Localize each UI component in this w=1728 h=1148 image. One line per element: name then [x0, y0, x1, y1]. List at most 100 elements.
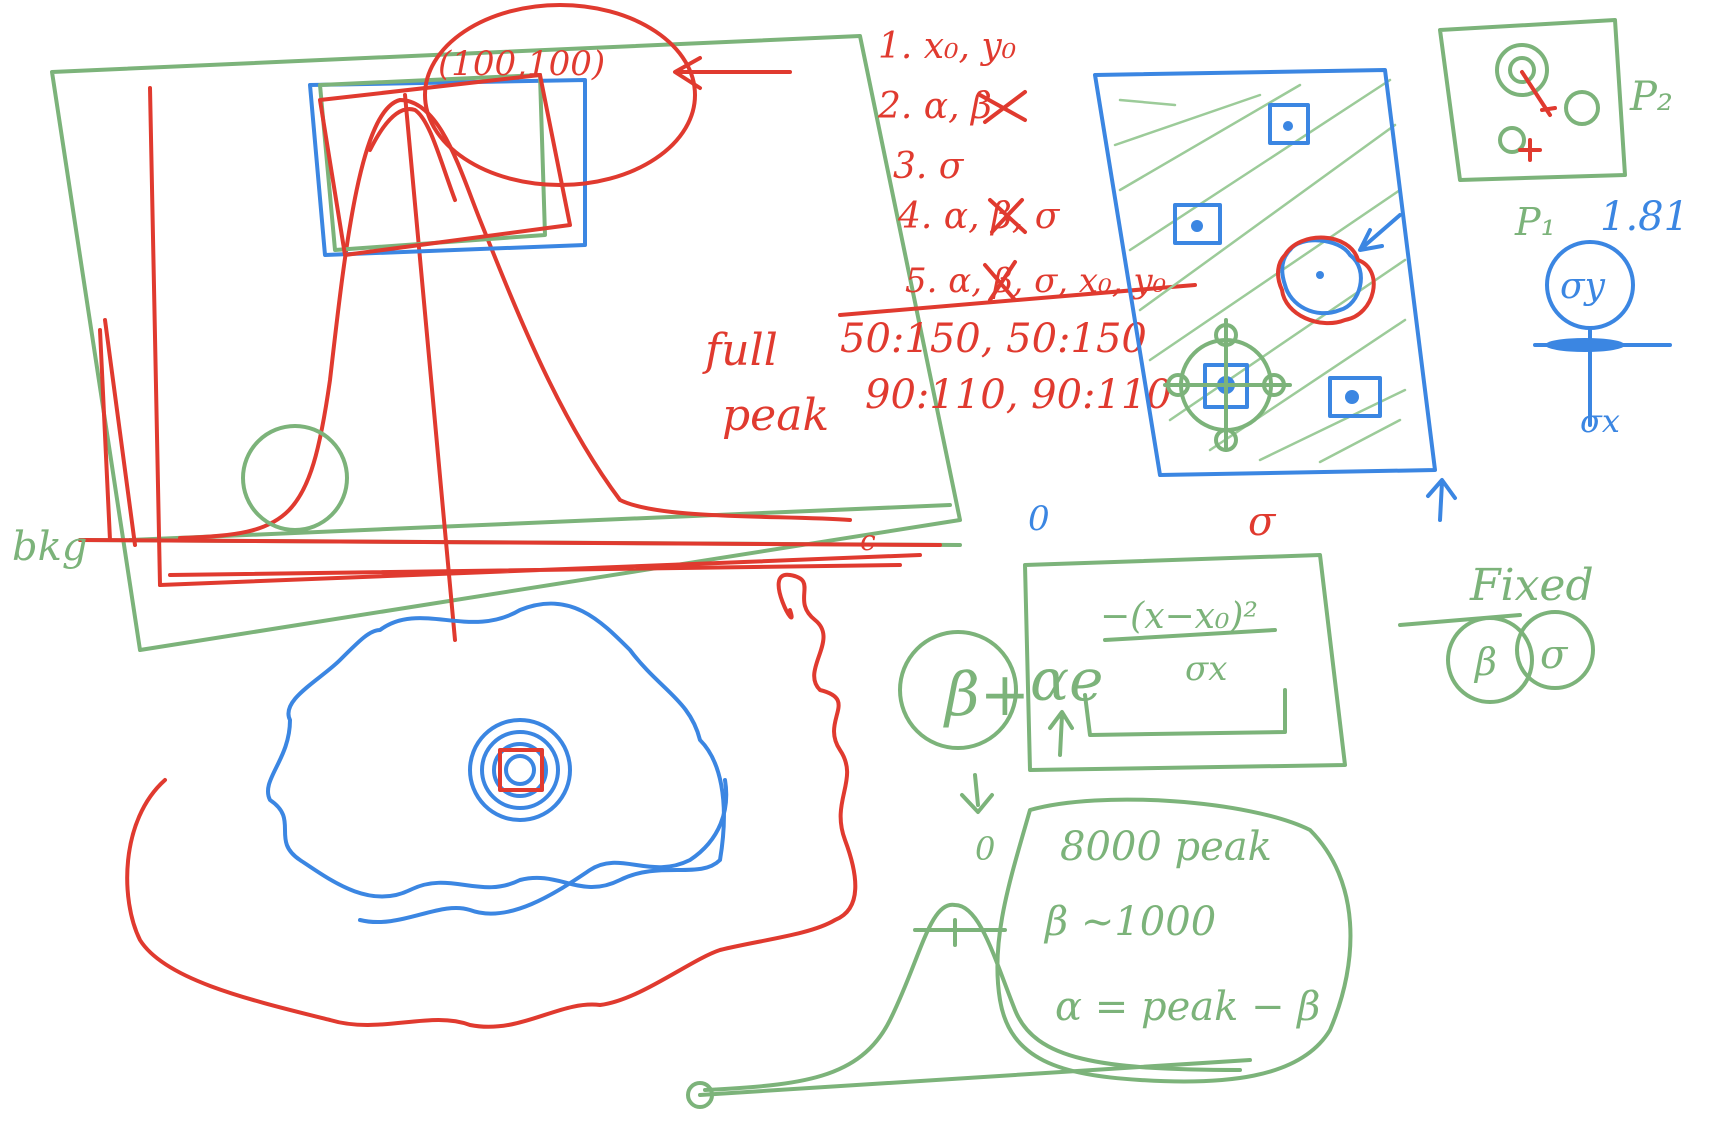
step-5: 5. α, β, σ, x₀, y₀	[905, 261, 1167, 301]
crosshair-e	[1262, 373, 1286, 397]
spot-blob-red	[1276, 235, 1376, 326]
nucleus-outer	[468, 718, 572, 822]
nucleus-inner	[492, 742, 548, 798]
sigma-x-label: σx	[1580, 402, 1620, 440]
sigma-top-label: σ	[1248, 499, 1277, 545]
arrow-zero-label: 0	[975, 830, 995, 868]
formula-alpha-e: αe	[1030, 646, 1104, 714]
spot-1	[1283, 121, 1293, 131]
formula-bracket	[1083, 688, 1287, 737]
p-panel: P₂ P₁ 1.81 σy σx	[1438, 18, 1689, 440]
sigma-y-label: σy	[1560, 266, 1606, 307]
formula-fraction-bar	[1103, 628, 1277, 642]
note-peak: 8000 peak	[1060, 824, 1272, 870]
ratio-label: 1.81	[1600, 194, 1689, 240]
down-arrow	[960, 773, 994, 814]
blob-arrow	[1358, 213, 1402, 252]
blue-cell-outline	[266, 601, 726, 899]
spot-box-2	[1173, 203, 1222, 245]
note-beta: β ~1000	[1043, 899, 1216, 945]
c-label: c	[860, 524, 876, 557]
p1-inner	[1508, 56, 1536, 84]
p-cross	[1518, 138, 1542, 162]
plot-x-axis	[78, 538, 942, 587]
peak-curve-inner	[368, 107, 457, 202]
step-5-strike	[983, 260, 1017, 302]
zoom-box-green	[318, 73, 547, 252]
p1-outer	[1495, 43, 1549, 97]
fixed-sigma: σ	[1540, 632, 1569, 678]
formula-up-arrow	[1048, 710, 1074, 757]
fixed-sigma-circle	[1515, 610, 1595, 690]
nucleus-core	[504, 754, 536, 786]
bkg-label: bkg	[12, 524, 87, 570]
spot-box-1	[1268, 103, 1310, 145]
sigma-blob	[1545, 338, 1625, 352]
step-1: 1. x₀, y₀	[878, 26, 1016, 67]
plot-frame	[50, 34, 962, 652]
gaussian-sketch	[703, 902, 1242, 1092]
spot-box-3	[1328, 376, 1382, 418]
formula-section: 0 σ β+ αe −(x−x₀)² σx Fixed β σ	[898, 499, 1595, 772]
peak-label: peak	[722, 390, 829, 441]
p-arrow	[1520, 70, 1557, 117]
blue-inner-wave	[358, 778, 729, 925]
step-2: 2. α, β	[877, 86, 992, 127]
grid-panel	[1093, 68, 1457, 522]
beta-circle	[898, 630, 1018, 750]
step-2-strike	[978, 90, 1027, 124]
fixed-underline	[1398, 613, 1522, 627]
p3-spot	[1498, 126, 1526, 154]
p2-spot	[1564, 90, 1600, 126]
step-4: 4. α, β, σ	[897, 196, 1061, 237]
gaussian-baseline	[698, 1058, 1252, 1097]
fixed-label: Fixed	[1469, 560, 1594, 611]
steps-list: 1. x₀, y₀ 2. α, β 3. σ 4. α, β, σ 5. α, …	[702, 26, 1197, 441]
p1-label: P₁	[1514, 200, 1556, 244]
crosshair-n	[1214, 323, 1238, 347]
spot-3	[1345, 390, 1359, 404]
full-label: full	[702, 325, 778, 376]
main-plot-sketch: (100,100) bkg c	[12, 3, 962, 652]
fixed-beta: β	[1473, 640, 1497, 684]
steps-divider	[838, 283, 1197, 317]
p-panel-frame	[1438, 18, 1627, 182]
notes-section: 0 8000 peak β ~1000 α = peak − β	[686, 773, 1353, 1109]
zero-top-label: 0	[1028, 499, 1050, 539]
fixed-beta-circle	[1446, 616, 1534, 704]
formula-exp-den: σx	[1185, 649, 1227, 689]
peak-curve	[178, 98, 852, 540]
step-4-strike	[988, 198, 1027, 234]
curve-foot-circle	[241, 424, 349, 532]
plot-y-axis	[98, 86, 162, 587]
cell-blobs	[125, 572, 858, 1029]
coordinate-arrow	[673, 56, 792, 90]
crosshair-w	[1166, 373, 1190, 397]
coordinate-label: (100,100)	[438, 44, 605, 84]
note-alpha: α = peak − β	[1055, 984, 1320, 1030]
panel-corner-arrow	[1426, 478, 1457, 522]
full-value: 50:150, 50:150	[840, 316, 1147, 362]
formula-box	[1023, 553, 1347, 772]
zoom-box-red	[318, 73, 572, 257]
spot-2	[1191, 220, 1203, 232]
p2-label: P₂	[1629, 74, 1673, 120]
gaussian-origin	[686, 1081, 714, 1109]
peak-center-line	[403, 93, 457, 642]
panel-frame	[1093, 68, 1437, 477]
coordinate-circle	[423, 3, 697, 187]
gaussian-peak-mark	[913, 918, 1007, 947]
step-3: 3. σ	[893, 146, 965, 187]
crosshair-s	[1214, 428, 1238, 452]
nucleus-box	[498, 748, 544, 792]
formula-exp-num: −(x−x₀)²	[1100, 596, 1258, 637]
blob-center	[1316, 271, 1324, 279]
peak-value: 90:110, 90:110	[865, 372, 1172, 418]
formula-beta: β+	[943, 660, 1030, 730]
panel-hatching	[1113, 78, 1407, 464]
red-wavy-outline	[125, 572, 858, 1029]
notes-bubble	[995, 797, 1353, 1084]
spot-blob-blue	[1280, 238, 1363, 316]
